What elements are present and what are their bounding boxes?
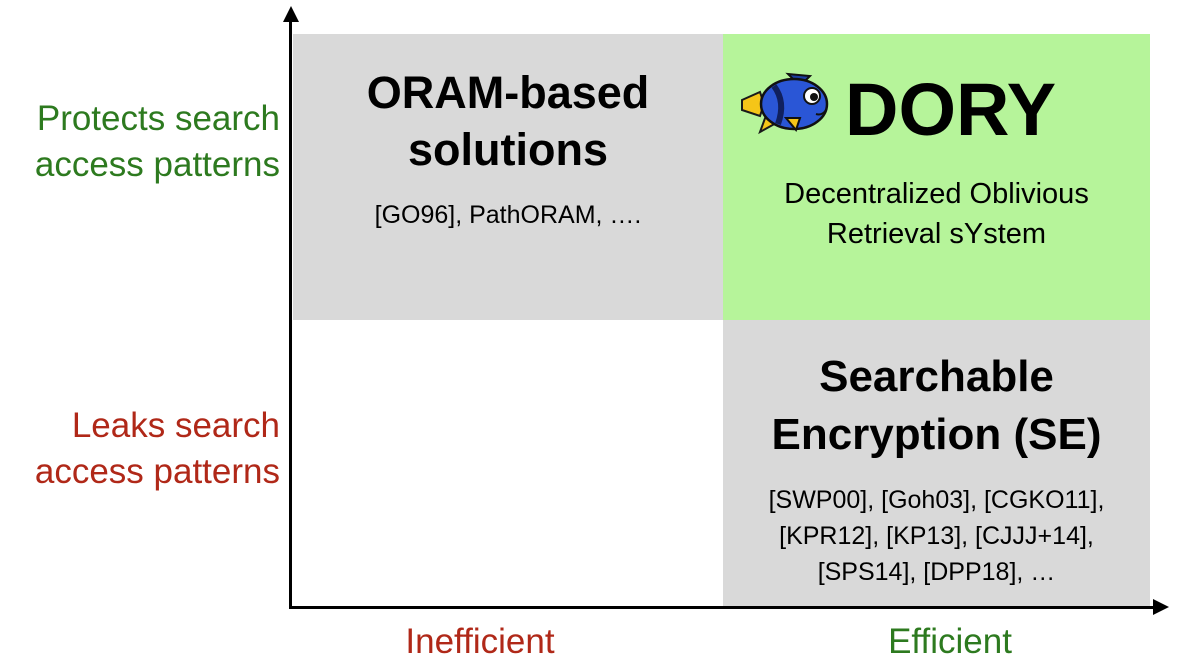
oram-citations: [GO96], PathORAM, …. (374, 201, 642, 229)
x-axis-line (289, 606, 1157, 609)
dory-subtitle: Decentralized Oblivious Retrieval sYstem (723, 174, 1150, 254)
y-axis-arrow-icon (283, 6, 299, 22)
y-label-protects-line2: access patterns (34, 145, 280, 184)
se-title-line1: Searchable (819, 352, 1054, 401)
x-label-efficient: Efficient (888, 622, 1012, 661)
fish-icon (741, 72, 829, 135)
dory-title: DORY (845, 68, 1057, 151)
se-title-line2: Encryption (SE) (771, 410, 1102, 459)
se-citations-line2: [KPR12], [KP13], [CJJJ+14], (779, 522, 1094, 550)
y-label-leaks-line1: Leaks search (71, 406, 280, 445)
x-label-inefficient: Inefficient (405, 622, 555, 661)
se-citations: [SWP00], [Goh03], [CGKO11], [KPR12], [KP… (723, 482, 1150, 590)
y-label-leaks-line2: access patterns (34, 452, 280, 491)
y-axis-line (289, 18, 292, 609)
oram-title: ORAM-based solutions (293, 64, 723, 178)
y-label-protects-line1: Protects search (36, 99, 280, 138)
se-citations-line3: [SPS14], [DPP18], … (817, 558, 1056, 586)
dory-subtitle-line2: Retrieval sYstem (826, 218, 1047, 250)
y-label-protects: Protects search access patterns (0, 96, 280, 188)
se-citations-line1: [SWP00], [Goh03], [CGKO11], (768, 486, 1105, 514)
quadrant-oram (293, 34, 723, 320)
x-axis-arrow-icon (1153, 599, 1169, 615)
dory-subtitle-line1: Decentralized Oblivious (784, 178, 1089, 210)
se-title: Searchable Encryption (SE) (723, 348, 1150, 464)
oram-title-line1: ORAM-based (366, 67, 650, 118)
oram-title-line2: solutions (408, 124, 608, 175)
quadrant-searchable-encryption (723, 320, 1150, 606)
y-label-leaks: Leaks search access patterns (0, 403, 280, 495)
